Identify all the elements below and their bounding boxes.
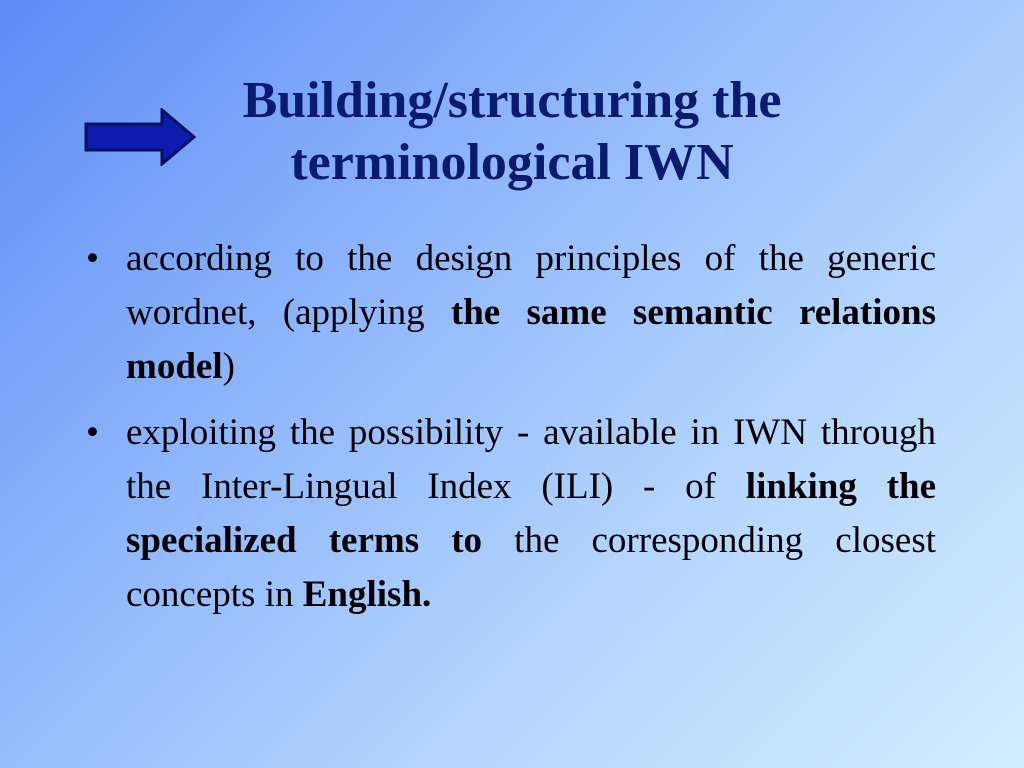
bullet-item-1: • according to the design principles of …: [86, 232, 936, 394]
title-line-2: terminological IWN: [290, 134, 734, 191]
bullet-1-bold-a: the same semantic relations model: [126, 292, 937, 387]
bullet-1-text-a: according to the design principles of th…: [126, 238, 936, 333]
bullet-1-text-b: ): [222, 346, 235, 387]
bullet-2-bold-a: linking the specialized terms to: [126, 466, 936, 561]
right-arrow-icon: [84, 108, 196, 166]
bullet-item-2: • exploiting the possibility - available…: [86, 406, 936, 622]
bullet-2-bold-b: English.: [302, 574, 432, 615]
bullet-dot: •: [86, 412, 99, 453]
slide-title: Building/structuring the terminological …: [150, 70, 874, 194]
bullet-list: • according to the design principles of …: [86, 232, 936, 634]
bullet-2-text-a: exploiting the possibility - available i…: [126, 412, 936, 507]
title-line-1: Building/structuring the: [242, 72, 782, 129]
bullet-2-text-b: the corresponding closest concepts in: [126, 520, 936, 615]
bullet-dot: •: [86, 238, 99, 279]
